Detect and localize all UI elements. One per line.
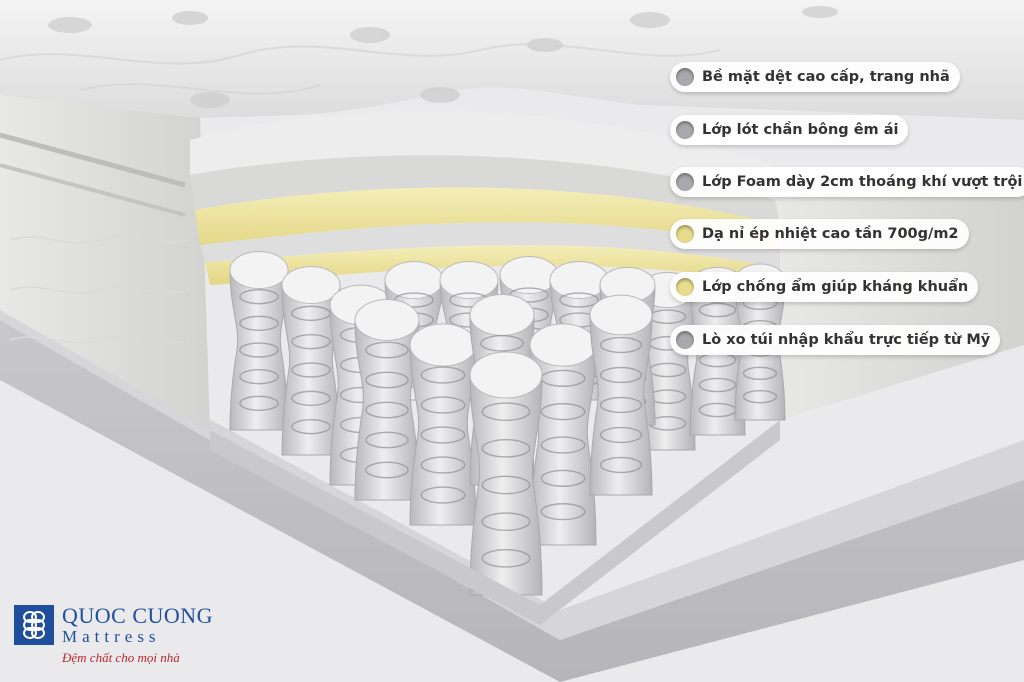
layer-dot-icon	[676, 68, 694, 86]
linked-rings-icon	[14, 605, 54, 645]
spring-pocket	[529, 323, 597, 546]
layer-label-4: Dạ nỉ ép nhiệt cao tần 700g/m2	[670, 219, 969, 249]
layer-dot-icon	[676, 225, 694, 243]
spring-pocket	[469, 351, 543, 596]
spring-pocket	[229, 250, 289, 431]
layer-label-3: Lớp Foam dày 2cm thoáng khí vượt trội	[670, 167, 1024, 197]
felt-layer-yellow	[195, 187, 780, 250]
brand-block: QUOC CUONG Mattress Đệm chất cho mọi nhà	[14, 603, 244, 675]
brand-name: QUOC CUONG	[62, 603, 214, 628]
brand-subtitle: Mattress	[62, 627, 161, 646]
layer-dot-icon	[676, 331, 694, 349]
layer-dot-icon	[676, 278, 694, 296]
layer-label-text: Lớp Foam dày 2cm thoáng khí vượt trội	[702, 174, 1023, 190]
foam-layer	[190, 155, 780, 225]
layer-label-text: Lớp chống ẩm giúp kháng khuẩn	[702, 279, 969, 295]
brand-slogan: Đệm chất cho mọi nhà	[62, 650, 180, 665]
layer-label-1: Bề mặt dệt cao cấp, trang nhã	[670, 62, 960, 92]
mattress-base	[0, 320, 1024, 682]
layer-dot-icon	[676, 173, 694, 191]
layer-dot-icon	[676, 121, 694, 139]
layer-label-6: Lò xo túi nhập khẩu trực tiếp từ Mỹ	[670, 325, 1001, 355]
layer-label-5: Lớp chống ẩm giúp kháng khuẩn	[670, 272, 979, 302]
moisture-layer-yellow	[205, 245, 780, 285]
spring-pocket	[281, 265, 341, 456]
spring-pocket	[354, 299, 420, 501]
layer-label-text: Lớp lót chần bông êm ái	[702, 122, 899, 138]
layer-label-2: Lớp lót chần bông êm ái	[670, 115, 909, 145]
layer-label-text: Lò xo túi nhập khẩu trực tiếp từ Mỹ	[702, 332, 991, 348]
spring-pocket	[409, 323, 477, 526]
fiber-layer	[200, 222, 780, 268]
layer-label-text: Dạ nỉ ép nhiệt cao tần 700g/m2	[702, 226, 959, 242]
layer-label-text: Bề mặt dệt cao cấp, trang nhã	[702, 69, 950, 85]
quilted-top-layer	[190, 110, 775, 200]
spring-pocket	[589, 294, 653, 496]
